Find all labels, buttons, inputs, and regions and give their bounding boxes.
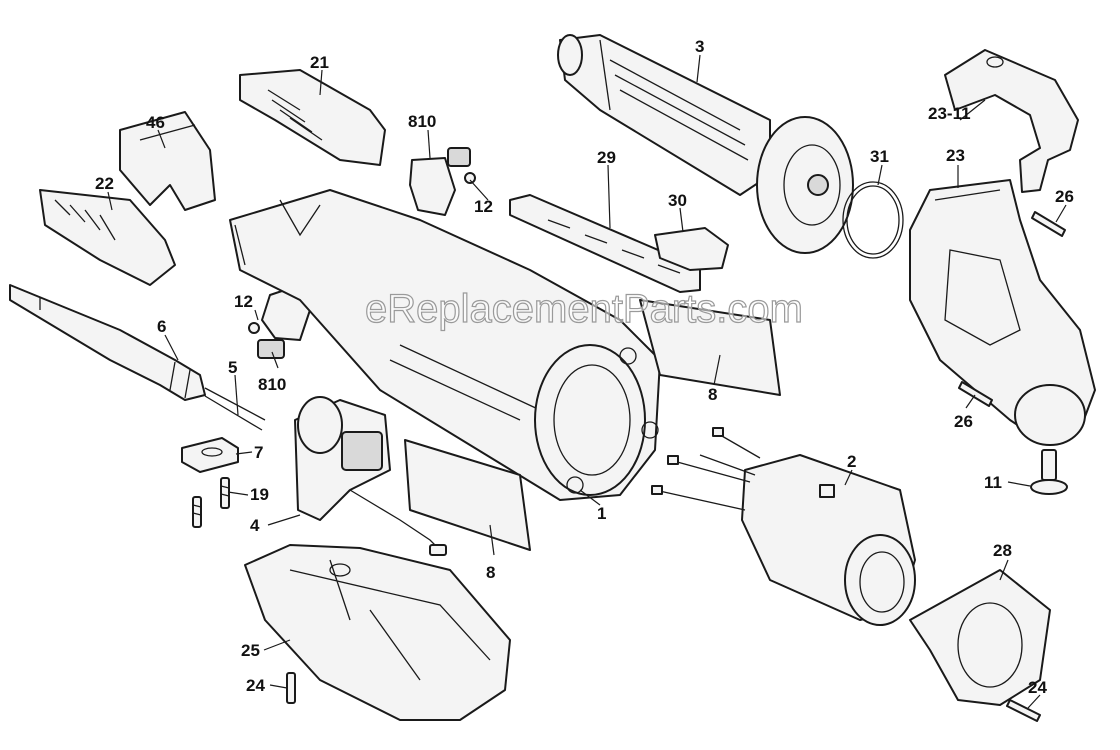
callout-810-top: 810	[408, 112, 436, 131]
callout-labels: 21 46 22 3 810 12 29 30 31 23-11 23 26 1…	[95, 37, 1074, 697]
callout-21: 21	[310, 53, 329, 72]
callout-46: 46	[146, 113, 165, 132]
callout-7: 7	[254, 443, 263, 462]
part-3-armature	[557, 34, 854, 254]
callout-8-right: 8	[708, 385, 717, 404]
callout-3: 3	[695, 37, 704, 56]
part-26-screws	[958, 211, 1066, 407]
callout-29: 29	[597, 148, 616, 167]
part-810-brush-holder-top	[409, 147, 476, 216]
part-11-bolt	[1030, 449, 1068, 495]
callout-4: 4	[250, 516, 260, 535]
callout-19: 19	[250, 485, 269, 504]
part-23-gear-housing	[909, 179, 1096, 446]
leader-lines	[107, 54, 1067, 709]
part-7-cord-clamp	[181, 437, 239, 473]
watermark-text: eReplacementParts.com	[365, 287, 803, 331]
callout-1: 1	[597, 504, 606, 523]
callout-25: 25	[241, 641, 260, 660]
part-4-switch-assembly	[294, 396, 447, 556]
part-29-baffle	[509, 194, 701, 293]
callout-26-bottom: 26	[954, 412, 973, 431]
part-21-top-vent-cover	[239, 69, 386, 166]
callout-24-left: 24	[246, 676, 265, 695]
callout-30: 30	[668, 191, 687, 210]
part-25-bottom-housing	[244, 544, 511, 721]
callout-12-left: 12	[234, 292, 253, 311]
part-6-power-cord	[9, 284, 266, 431]
part-46-shield-plate	[119, 111, 216, 211]
part-19-screws	[192, 477, 230, 528]
callout-23: 23	[946, 146, 965, 165]
part-31-o-ring	[842, 181, 904, 259]
part-30-button	[654, 227, 729, 271]
part-28-retaining-plate	[909, 569, 1051, 706]
callout-22: 22	[95, 174, 114, 193]
callout-23-11: 23-11	[928, 104, 971, 123]
part-22-vent-cover	[39, 189, 176, 286]
part-24-screw-left	[286, 672, 296, 704]
callout-31: 31	[870, 147, 889, 166]
part-2-field-coil	[651, 427, 916, 626]
callout-5: 5	[228, 358, 237, 377]
callout-12-top: 12	[474, 197, 493, 216]
part-24-screw-right	[1006, 699, 1041, 722]
callout-24-right: 24	[1028, 678, 1047, 697]
part-8-labels	[404, 299, 781, 551]
callout-28: 28	[993, 541, 1012, 560]
part-23-11-lever	[944, 49, 1079, 193]
part-1-motor-housing	[229, 189, 661, 501]
callout-8-left: 8	[486, 563, 495, 582]
callout-6: 6	[157, 317, 166, 336]
callout-26-top: 26	[1055, 187, 1074, 206]
callout-11: 11	[984, 473, 1002, 492]
callout-2: 2	[847, 452, 856, 471]
callout-810-left: 810	[258, 375, 286, 394]
